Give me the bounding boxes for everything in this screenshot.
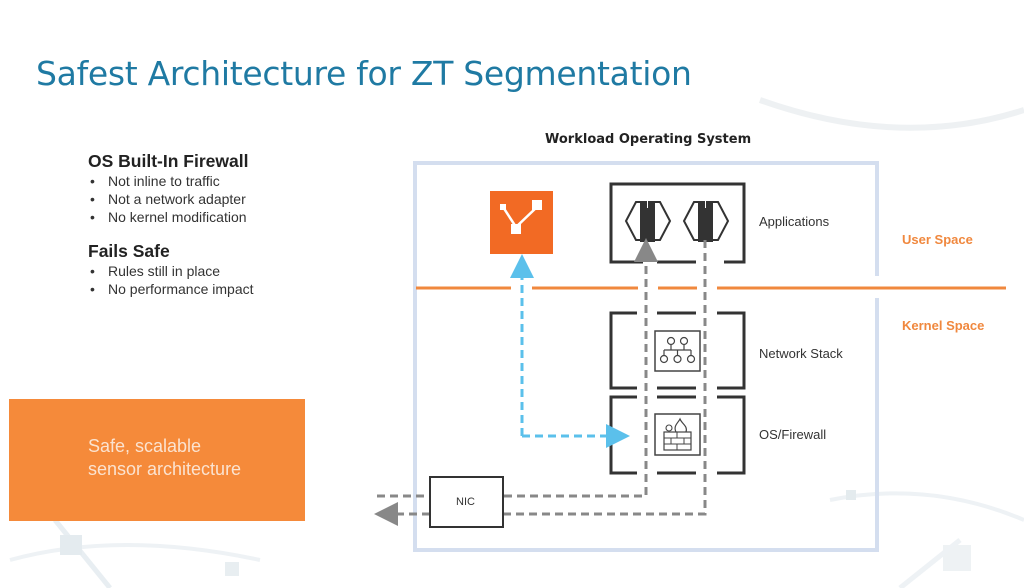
point-heading: Fails Safe: [88, 241, 170, 261]
network-stack-label: Network Stack: [759, 346, 843, 361]
workload-os-boundary: [413, 161, 879, 552]
bullet-item: •Rules still in place: [90, 263, 221, 279]
bullet-icon: •: [90, 281, 95, 297]
callout-box: Safe, scalable sensor architecture: [9, 399, 305, 521]
outbound-traffic-path: [374, 240, 707, 526]
bullet-icon: •: [90, 173, 95, 189]
bullet-item: •Not a network adapter: [90, 191, 246, 207]
application-container-icon: [682, 201, 730, 242]
bullet-icon: •: [90, 263, 95, 279]
sensor-agent-icon: [490, 191, 553, 254]
kernel-space-label: Kernel Space: [902, 318, 985, 333]
nic-label: NIC: [456, 496, 475, 508]
applications-box: [609, 182, 746, 264]
slide-title: Safest Architecture for ZT Segmentation: [36, 54, 692, 93]
applications-label: Applications: [759, 214, 830, 229]
firewall-icon: [654, 413, 701, 456]
nic-box: [429, 476, 504, 528]
inbound-traffic-path: [377, 238, 658, 498]
control-path-arrow: [510, 254, 630, 448]
point-group-fails-safe: Fails Safe •Rules still in place •No per…: [88, 241, 254, 298]
user-space-label: User Space: [902, 232, 973, 247]
network-hierarchy-icon: [654, 330, 701, 372]
callout-text: Safe, scalable sensor architecture: [88, 436, 242, 479]
point-group-firewall: OS Built-In Firewall •Not inline to traf…: [88, 151, 254, 226]
application-container-icon: [624, 201, 672, 242]
point-heading: OS Built-In Firewall: [88, 151, 249, 171]
bullet-item: •No performance impact: [90, 281, 254, 297]
bullet-item: •Not inline to traffic: [90, 173, 220, 189]
network-stack-box: [609, 311, 746, 390]
bullet-item: •No kernel modification: [90, 209, 247, 225]
os-firewall-label: OS/Firewall: [759, 427, 827, 442]
key-points: OS Built-In Firewall •Not inline to traf…: [88, 151, 254, 298]
diagram-title: Workload Operating System: [545, 132, 752, 147]
bullet-icon: •: [90, 191, 95, 207]
bullet-icon: •: [90, 209, 95, 225]
